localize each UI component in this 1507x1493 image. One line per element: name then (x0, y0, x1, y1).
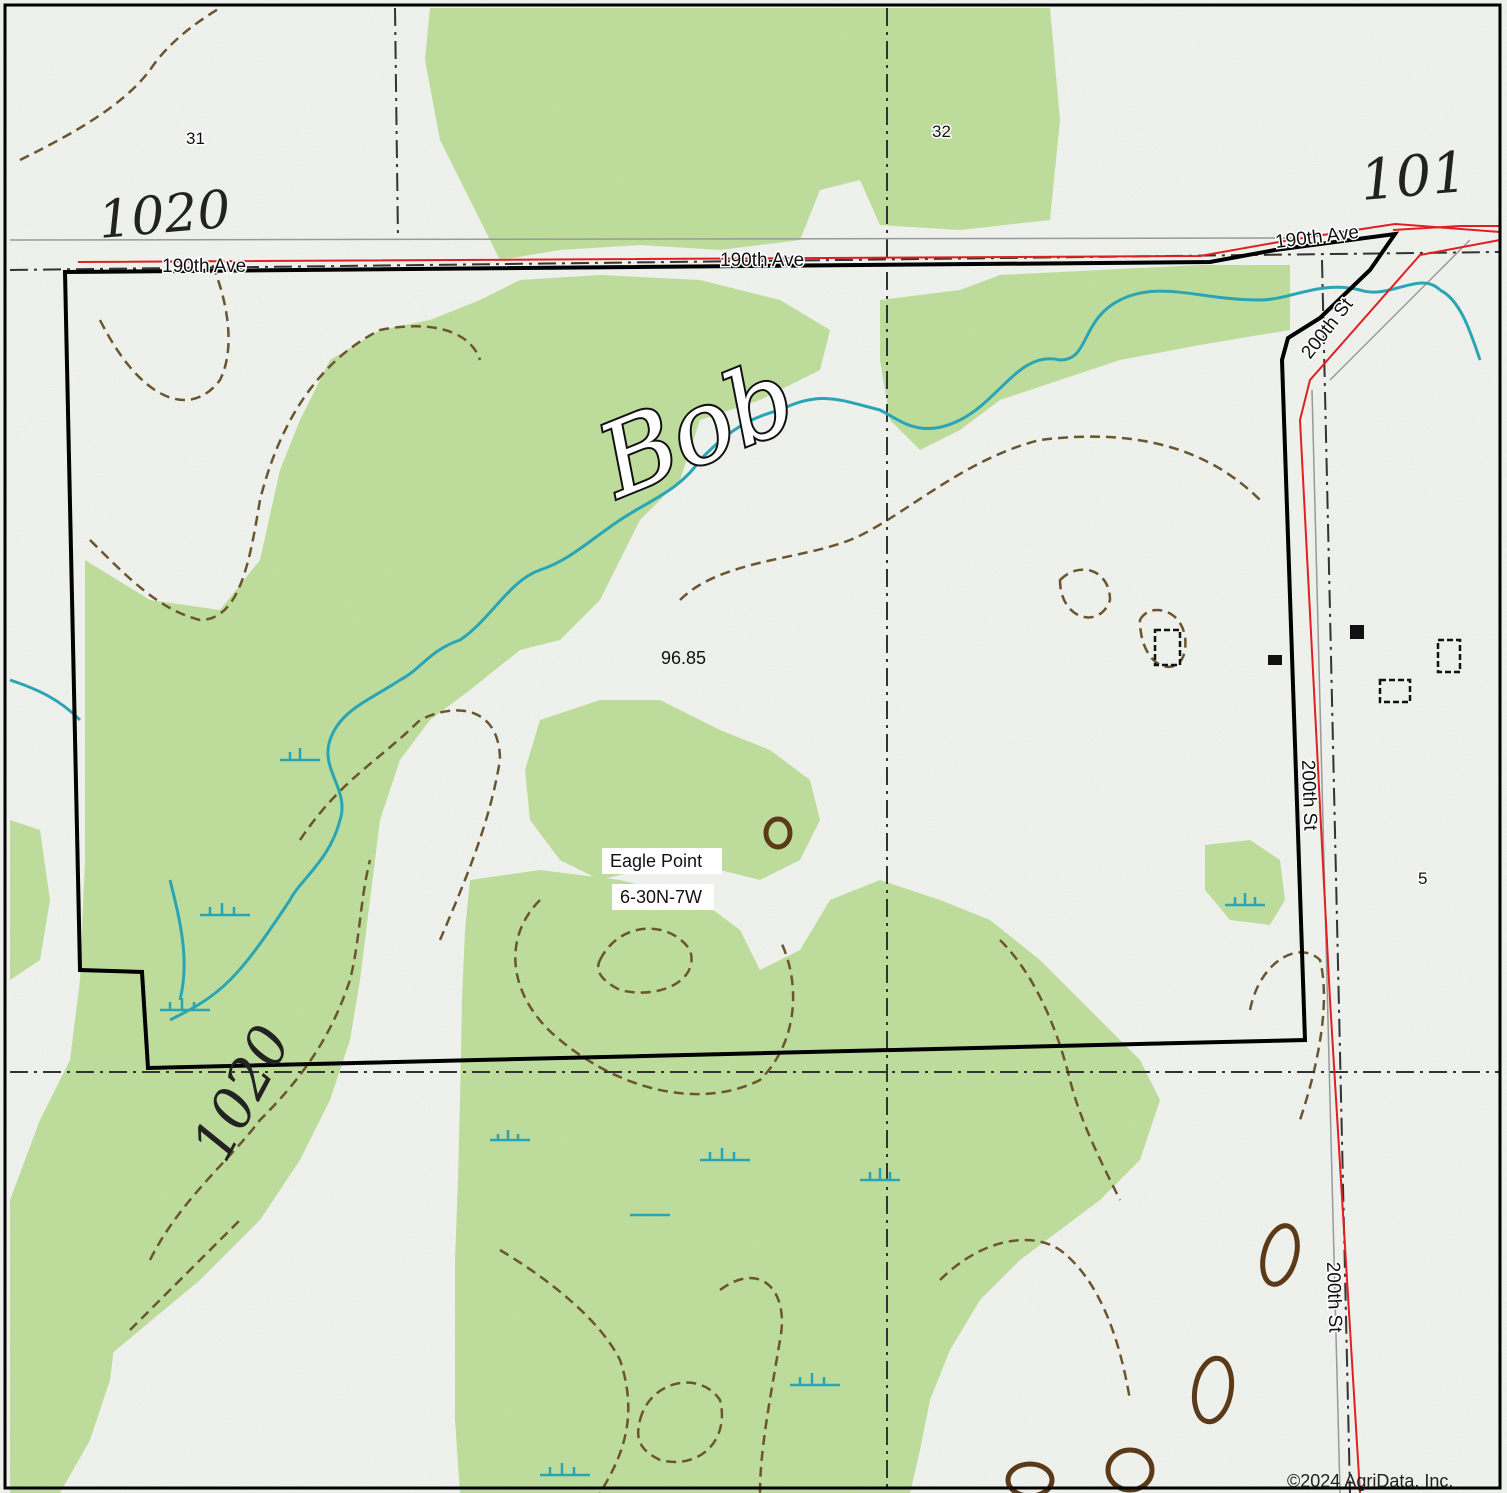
field-labels: 96.85 Eagle Point 6-30N-7W (602, 648, 722, 910)
section-lines (9, 7, 1501, 1493)
township-label-bg (602, 848, 722, 874)
road-label-190th-ave-center: 190th Ave (720, 250, 804, 271)
road-label-200th-st-south: 200th St (1322, 1261, 1345, 1333)
road-200th-st[interactable] (1298, 239, 1501, 1493)
contour-label-101: 101 (1358, 140, 1470, 214)
road-label-190th-ave-west: 190th Ave (162, 256, 246, 277)
map-frame (3, 3, 1502, 1490)
legal-description-label: 6-30N-7W (620, 887, 702, 907)
marsh-symbols (160, 748, 1265, 1477)
road-200th-st-branch[interactable] (1392, 225, 1500, 231)
road-label-200th-st-middle: 200th St (1297, 759, 1320, 831)
section-numbers: 31 32 5 (185, 121, 1429, 890)
field-boundary[interactable] (62, 231, 1400, 1071)
section-number-5: 5 (1418, 869, 1427, 888)
contour-lines (19, 6, 1326, 1493)
section-number-31: 31 (186, 129, 205, 148)
copyright-notice: ©2024 AgriData, Inc. (1287, 1471, 1453, 1491)
field-acreage-label: 96.85 (661, 648, 706, 668)
road-190th-ave[interactable] (77, 222, 1501, 263)
township-label: Eagle Point (610, 851, 702, 871)
legal-description-bg (612, 884, 714, 910)
contour-label-1020-north: 1020 (96, 180, 233, 251)
section-number-32: 32 (932, 122, 951, 141)
depression-contours (763, 816, 1300, 1493)
building-symbols (1153, 625, 1462, 704)
roads[interactable] (77, 222, 1501, 1493)
